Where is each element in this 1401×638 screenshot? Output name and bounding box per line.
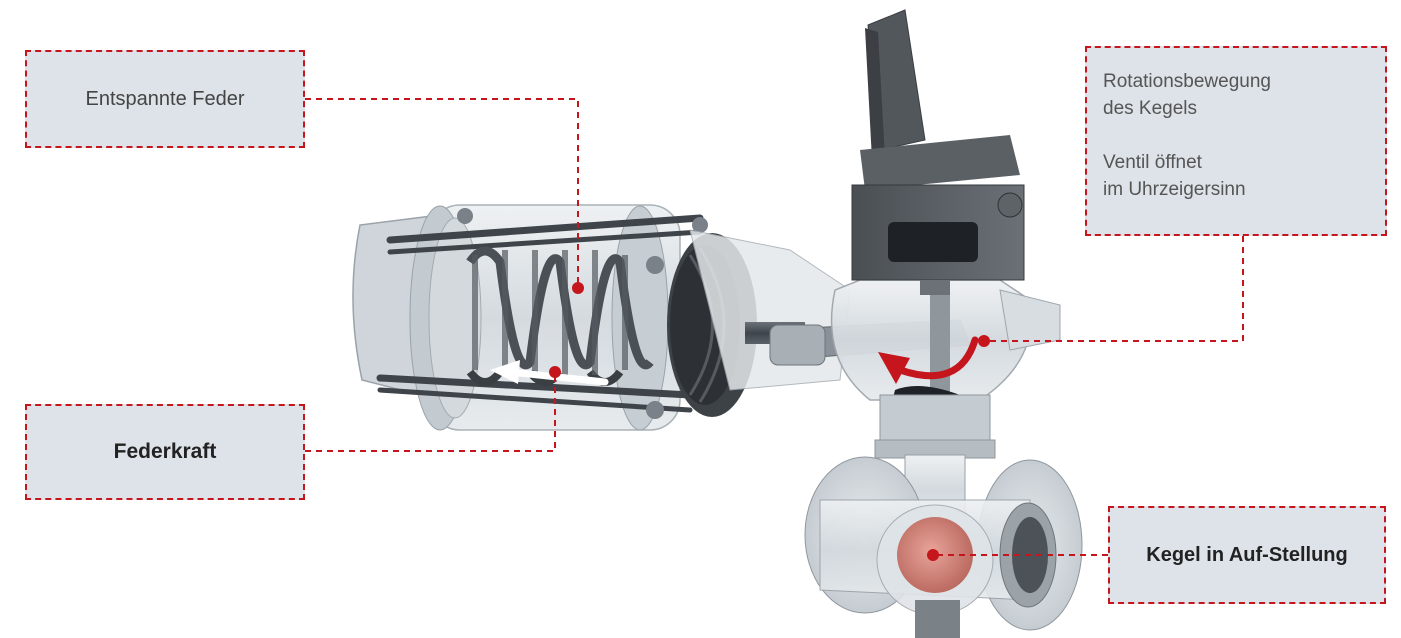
label-plug-open-text: Kegel in Auf-Stellung (1146, 543, 1348, 566)
anchor-dots (549, 282, 990, 561)
leader-lines (305, 98, 1244, 556)
label-relaxed-spring: Entspannte Feder (25, 50, 305, 148)
valve-body (804, 454, 1083, 638)
label-spring-force-text: Federkraft (113, 440, 217, 463)
label-relaxed-spring-text: Entspannte Feder (85, 87, 245, 110)
valve-yoke (830, 279, 1061, 459)
label-rotation: Rotationsbewegung des Kegels Ventil öffn… (1085, 46, 1387, 236)
label-rotation-line2: des Kegels (1103, 98, 1198, 119)
label-rotation-line4: im Uhrzeigersinn (1103, 179, 1246, 200)
label-plug-open: Kegel in Auf-Stellung (1108, 506, 1386, 604)
label-spring-force: Federkraft (25, 404, 305, 500)
positioner (851, 9, 1025, 295)
actuator-housing (352, 204, 708, 431)
label-rotation-line3: Ventil öffnet (1103, 152, 1202, 173)
label-rotation-line1: Rotationsbewegung (1103, 71, 1271, 92)
rotation-arrow (878, 336, 979, 384)
